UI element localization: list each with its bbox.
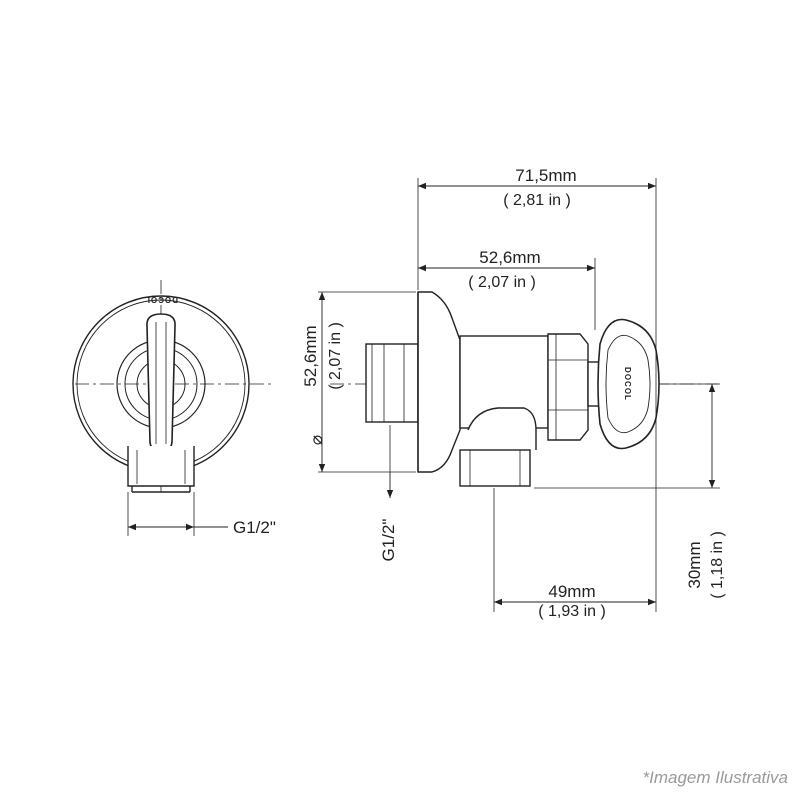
overall-length-in: ( 2,81 in ): [503, 192, 571, 209]
flange-diameter-in: ( 2,07 in ): [327, 322, 344, 390]
body-length-mm: 52,6mm: [479, 248, 540, 267]
side-view: [330, 291, 718, 487]
hex-nut: [547, 333, 589, 441]
side-outlet-nut: [459, 449, 531, 487]
outlet-elbow: [467, 407, 537, 450]
diameter-symbol: ⌀: [307, 435, 326, 445]
outlet-offset-mm: 49mm: [548, 582, 595, 601]
inlet-stub: [365, 343, 419, 423]
front-view: [72, 280, 272, 536]
body-length-in: ( 2,07 in ): [468, 274, 536, 291]
illustrative-footnote: *Imagem Ilustrativa: [642, 768, 789, 787]
side-thread-label: G1/2": [379, 519, 398, 562]
overall-length-mm: 71,5mm: [515, 166, 576, 185]
outlet-height-in: ( 1,18 in ): [709, 531, 726, 599]
front-thread-label: G1/2": [233, 518, 276, 537]
outlet-offset-in: ( 1,93 in ): [538, 603, 606, 620]
front-brand-mark: DOCOL: [144, 295, 178, 304]
front-outlet-nut: [127, 446, 195, 487]
extension-lines: [318, 178, 720, 612]
side-brand-mark: DOCOL: [623, 367, 632, 401]
flange-profile: [417, 291, 461, 473]
outlet-height-mm: 30mm: [685, 541, 704, 588]
flange-diameter-mm: 52,6mm: [301, 325, 320, 386]
front-handle: [146, 313, 176, 453]
